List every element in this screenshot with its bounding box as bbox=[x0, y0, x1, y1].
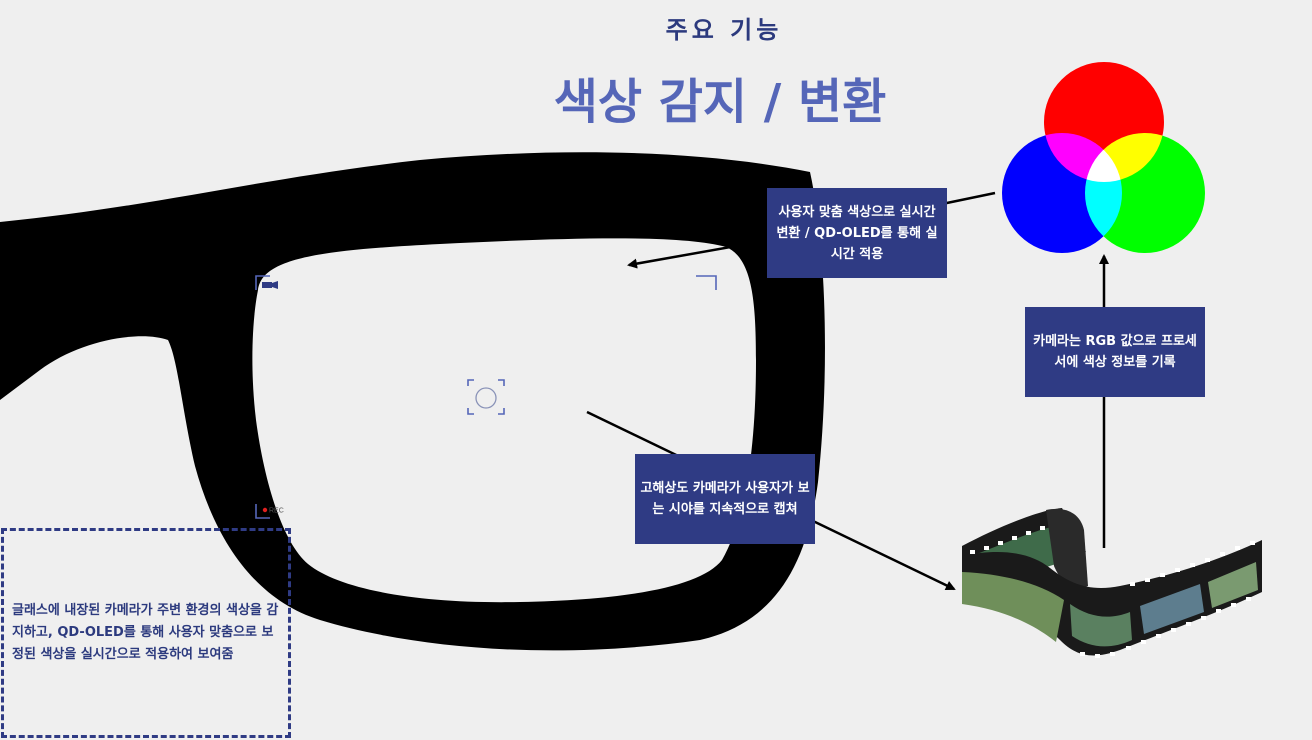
callout-rgb-record: 카메라는 RGB 값으로 프로세서에 색상 정보를 기록 bbox=[1025, 307, 1205, 397]
page-subtitle: 주요 기능 bbox=[665, 16, 783, 44]
callout-realtime-conversion-text: 사용자 맞춤 색상으로 실시간 변환 / QD-OLED를 통해 실시간 적용 bbox=[776, 204, 938, 262]
callout-rgb-record-text: 카메라는 RGB 값으로 프로세서에 색상 정보를 기록 bbox=[1033, 334, 1197, 370]
callout-camera-capture-text: 고해상도 카메라가 사용자가 보는 시야를 지속적으로 캡쳐 bbox=[640, 481, 810, 517]
description-box: 글래스에 내장된 카메라가 주변 환경의 색상을 감지하고, QD-OLED를 … bbox=[1, 528, 291, 738]
viewfinder-corners-icon bbox=[255, 275, 717, 519]
focus-circle-icon bbox=[475, 387, 497, 409]
rec-label: REC bbox=[269, 508, 284, 515]
camera-icon bbox=[262, 281, 278, 289]
description-text: 글래스에 내장된 카메라가 주변 환경의 색상을 감지하고, QD-OLED를 … bbox=[12, 603, 279, 662]
arrow-rgb-to-box bbox=[941, 191, 996, 206]
arrow-box-to-lens bbox=[627, 238, 771, 269]
rec-dot-icon bbox=[262, 507, 268, 513]
callout-camera-capture: 고해상도 카메라가 사용자가 보는 시야를 지속적으로 캡쳐 bbox=[635, 454, 815, 544]
page-title: 색상 감지 / 변환 bbox=[553, 74, 887, 130]
glasses-frame-icon bbox=[0, 152, 825, 651]
callout-realtime-conversion: 사용자 맞춤 색상으로 실시간 변환 / QD-OLED를 통해 실시간 적용 bbox=[767, 188, 947, 278]
film-strip-icon bbox=[962, 508, 1262, 658]
rgb-diagram-icon bbox=[1002, 62, 1205, 253]
